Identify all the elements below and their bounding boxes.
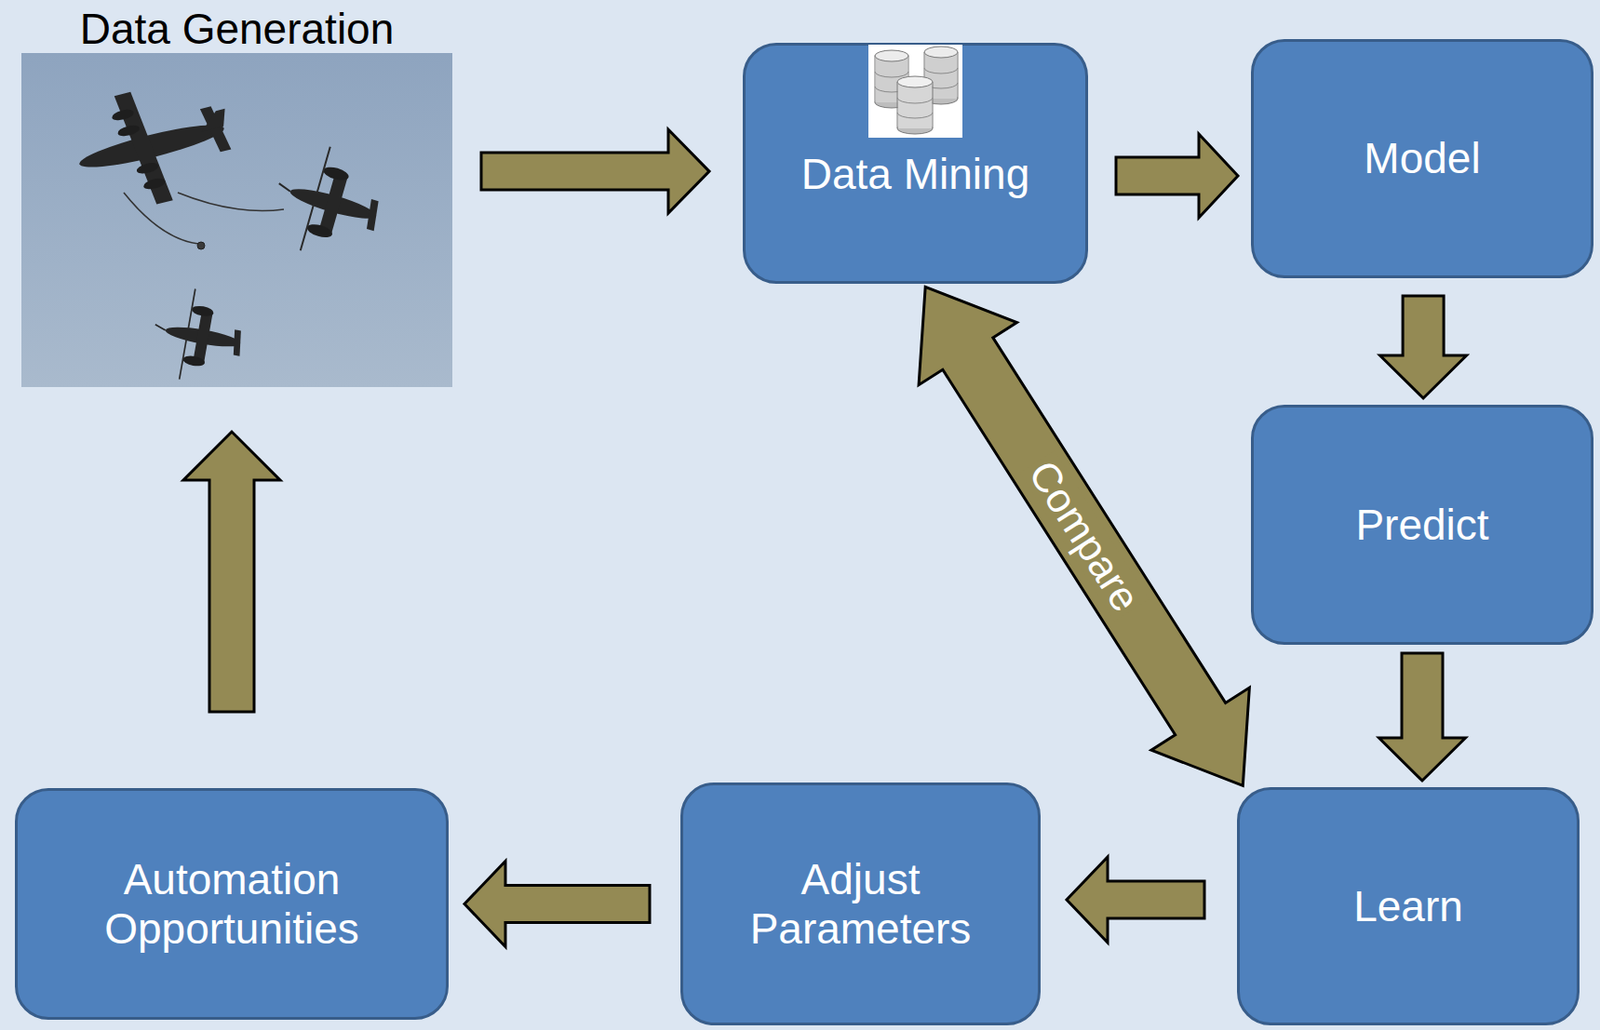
refuel-hose	[177, 192, 284, 212]
node-label: Data Mining	[801, 149, 1030, 200]
block-arrow	[1066, 857, 1205, 943]
node-label: Learn	[1353, 882, 1464, 932]
block-arrow	[918, 286, 1250, 786]
process-box: Learn	[1236, 787, 1580, 1026]
photo-frame: Data Generation	[21, 53, 453, 388]
aircraft-photo	[21, 53, 453, 388]
tiltrotor-aircraft	[262, 135, 393, 269]
process-box: Adjust Parameters	[680, 782, 1041, 1026]
node-label: Predict	[1355, 500, 1489, 551]
database-icon	[868, 44, 963, 138]
tiltrotor-aircraft	[147, 282, 251, 388]
block-arrow	[1379, 653, 1466, 781]
block-arrow	[1115, 134, 1238, 218]
block-arrow	[183, 431, 281, 713]
node-label: Automation Opportunities	[45, 855, 418, 955]
block-arrow	[464, 861, 650, 948]
node-label: Adjust Parameters	[726, 855, 996, 955]
photo-heading: Data Generation	[80, 6, 395, 52]
node-label: Model	[1363, 134, 1480, 184]
process-box: Predict	[1250, 404, 1594, 646]
block-arrow	[481, 129, 710, 214]
process-box: Model	[1250, 39, 1594, 279]
tanker-aircraft	[65, 70, 243, 220]
edge-label: Compare	[1019, 451, 1149, 622]
process-box: Automation Opportunities	[14, 788, 449, 1021]
refuel-hose	[123, 192, 199, 244]
block-arrow	[1380, 295, 1467, 399]
drogue	[197, 242, 205, 250]
